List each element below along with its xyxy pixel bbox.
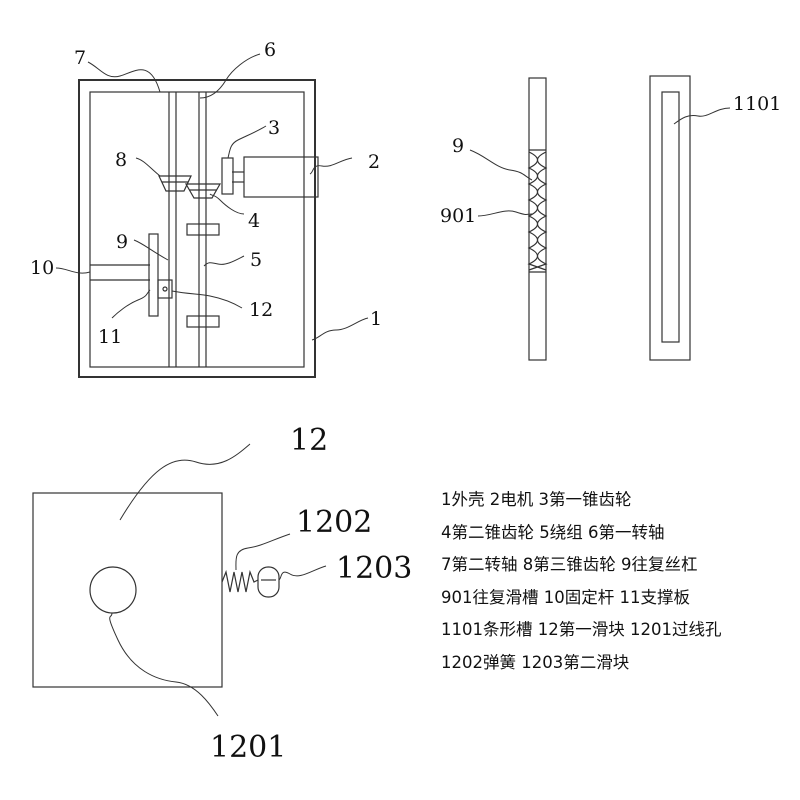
callout-2: 2 — [368, 151, 380, 173]
callout-12-detail: 12 — [290, 423, 328, 458]
support-plate-view: 1101 — [649, 75, 781, 361]
callout-1202: 1202 — [296, 505, 372, 540]
parts-legend: 1外壳 2电机 3第一锥齿轮 4第二锥齿轮 5绕组 6第一转轴 7第二转轴 8第… — [441, 484, 721, 679]
legend-line: 1202弹簧 1203第二滑块 — [441, 652, 630, 672]
callout-1201: 1201 — [210, 730, 286, 765]
callout-6: 6 — [264, 39, 276, 61]
callout-1203: 1203 — [336, 551, 412, 586]
first-slider — [32, 492, 223, 688]
reciprocating-screw-body — [528, 77, 547, 361]
callout-12: 12 — [249, 299, 273, 321]
motor — [243, 156, 319, 198]
callout-9-side: 9 — [452, 135, 464, 157]
reciprocating-screw-segment — [157, 279, 173, 299]
reciprocating-groove — [527, 149, 548, 273]
first-slider-detail-view: 12 1202 1203 1201 — [32, 423, 412, 765]
callout-3: 3 — [268, 117, 280, 139]
fixed-rod — [90, 264, 150, 281]
third-bevel-gear — [158, 175, 192, 192]
callout-9: 9 — [116, 231, 128, 253]
first-bevel-gear — [221, 157, 234, 195]
second-slider — [257, 566, 280, 598]
main-assembly-view: 1 2 3 4 5 6 7 8 9 10 11 12 — [30, 39, 382, 378]
callout-4: 4 — [248, 210, 260, 232]
callout-5: 5 — [250, 249, 262, 271]
callout-7: 7 — [74, 47, 86, 69]
second-bevel-gear — [184, 183, 222, 199]
callout-901: 901 — [440, 205, 476, 227]
strip-slot — [661, 91, 680, 343]
support-plate — [148, 233, 159, 317]
housing-inner-wall — [89, 91, 305, 368]
callout-10: 10 — [30, 257, 54, 279]
first-slider-hole — [162, 286, 168, 292]
callout-1: 1 — [370, 308, 382, 330]
support-plate-body — [649, 75, 691, 361]
spring — [221, 569, 259, 593]
housing-outer-wall — [78, 79, 316, 378]
legend-line: 1外壳 2电机 3第一锥齿轮 — [441, 490, 632, 509]
legend-line: 901往复滑槽 10固定杆 11支撑板 — [441, 587, 690, 607]
callout-8: 8 — [115, 149, 127, 171]
reciprocating-screw-view: 9 901 — [440, 77, 548, 361]
callout-1101: 1101 — [733, 93, 781, 115]
winding-lower-block — [186, 315, 220, 328]
winding-upper-block — [186, 223, 220, 236]
second-shaft — [168, 92, 177, 367]
callout-11: 11 — [98, 326, 122, 348]
legend-line: 4第二锥齿轮 5绕组 6第一转轴 — [441, 522, 665, 542]
legend-line: 1101条形槽 12第一滑块 1201过线孔 — [441, 620, 722, 639]
wire-passing-hole — [89, 566, 137, 614]
legend-line: 7第二转轴 8第三锥齿轮 9往复丝杠 — [441, 555, 698, 574]
first-shaft — [198, 92, 207, 367]
